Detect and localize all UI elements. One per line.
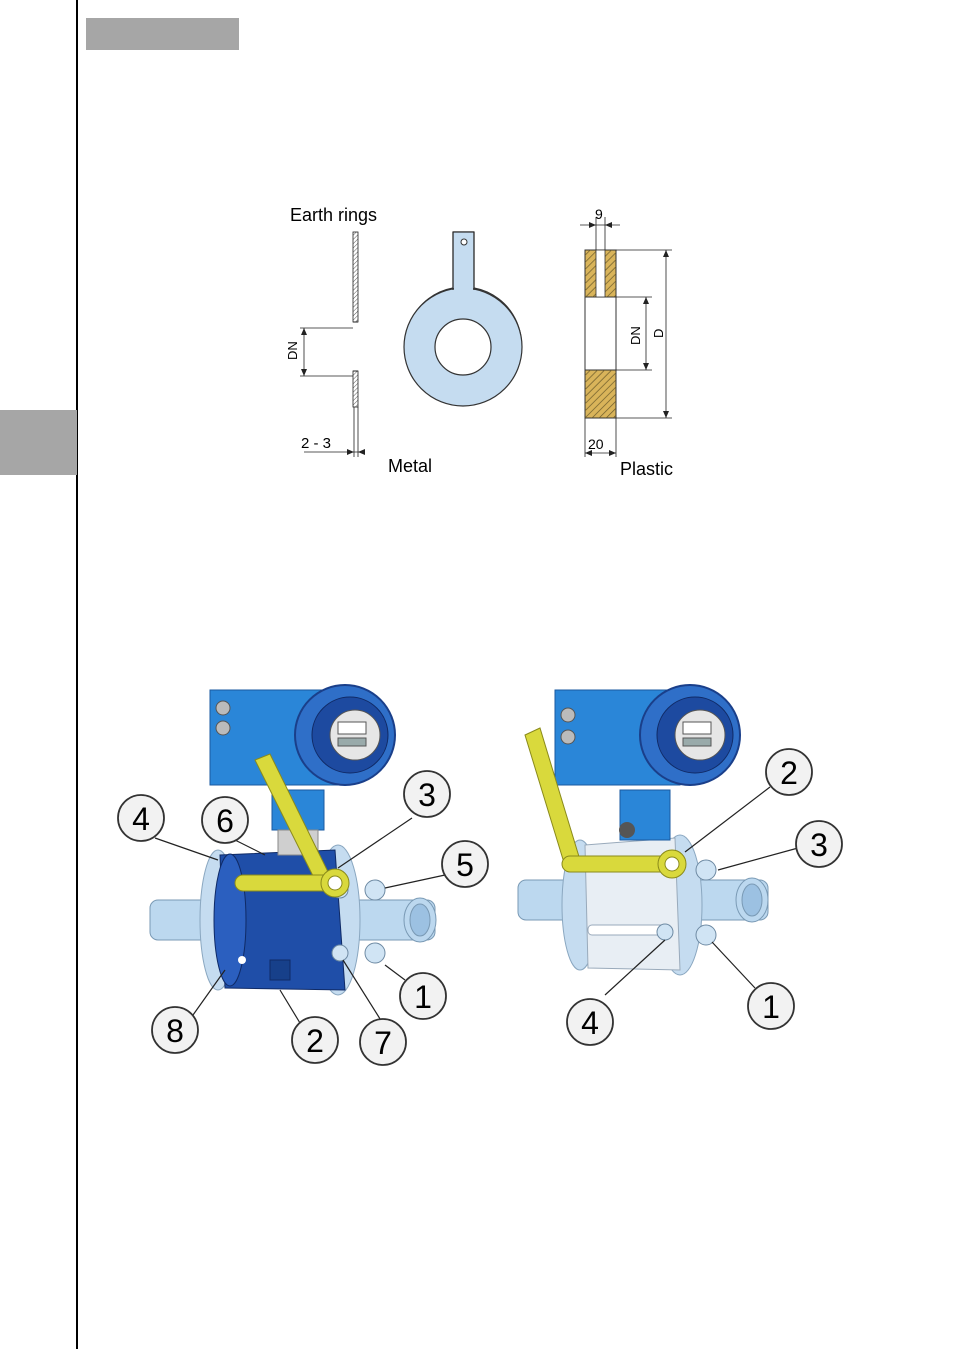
callout-left-5: 5 — [441, 840, 489, 888]
right-callouts: 2 3 4 1 — [566, 748, 843, 1046]
callout-right-3: 3 — [795, 820, 843, 868]
installation-illustration: 4 6 3 5 8 2 7 1 — [117, 684, 843, 1066]
plastic-d-label: D — [651, 329, 666, 338]
callout-left-6: 6 — [201, 796, 249, 844]
svg-text:7: 7 — [374, 1025, 392, 1061]
right-assembly — [517, 684, 769, 976]
chapter-tab-marker — [0, 410, 77, 475]
svg-text:2: 2 — [306, 1023, 324, 1059]
plastic-dn-dimension — [616, 296, 652, 371]
svg-text:2: 2 — [780, 755, 798, 791]
svg-text:3: 3 — [418, 777, 436, 813]
plastic-dn-label: DN — [628, 326, 643, 345]
callout-left-3: 3 — [403, 770, 451, 818]
metal-thickness-label: 2 - 3 — [301, 435, 331, 452]
svg-text:8: 8 — [166, 1013, 184, 1049]
left-leader-lines — [154, 817, 446, 1024]
plastic-bottom-width-dimension — [584, 418, 617, 457]
svg-text:6: 6 — [216, 803, 234, 839]
callout-right-4: 4 — [566, 998, 614, 1046]
page-margin-rule — [76, 0, 78, 1349]
metal-label: Metal — [388, 456, 432, 476]
metal-dn-label: DN — [285, 341, 300, 360]
callout-left-7: 7 — [359, 1018, 407, 1066]
plastic-d-dimension — [616, 249, 672, 419]
plastic-top-width-label: 9 — [595, 206, 603, 222]
section-header-bar — [86, 18, 239, 50]
plastic-ring-section — [584, 249, 617, 419]
metal-thickness-dimension — [304, 449, 365, 455]
earth-rings-diagram: Earth rings DN 2 - 3 Metal — [285, 205, 673, 479]
callout-left-1: 1 — [399, 972, 447, 1020]
svg-text:1: 1 — [414, 979, 432, 1015]
metal-ring-front-view — [403, 231, 523, 407]
svg-text:1: 1 — [762, 989, 780, 1025]
plastic-label: Plastic — [620, 459, 673, 479]
callout-left-4: 4 — [117, 794, 165, 842]
earth-rings-title: Earth rings — [290, 205, 377, 225]
left-callouts: 4 6 3 5 8 2 7 1 — [117, 770, 489, 1066]
left-assembly — [149, 684, 437, 996]
right-leader-lines — [604, 786, 799, 996]
metal-ring-section — [352, 231, 359, 457]
svg-text:3: 3 — [810, 827, 828, 863]
plastic-bottom-width-label: 20 — [588, 436, 604, 452]
svg-text:4: 4 — [581, 1005, 599, 1041]
svg-text:4: 4 — [132, 801, 150, 837]
callout-right-1: 1 — [747, 982, 795, 1030]
callout-left-8: 8 — [151, 1006, 199, 1054]
svg-text:5: 5 — [456, 847, 474, 883]
callout-left-2: 2 — [291, 1016, 339, 1064]
plastic-top-width-dimension — [580, 217, 620, 250]
metal-dn-dimension — [300, 327, 353, 377]
callout-right-2: 2 — [765, 748, 813, 796]
